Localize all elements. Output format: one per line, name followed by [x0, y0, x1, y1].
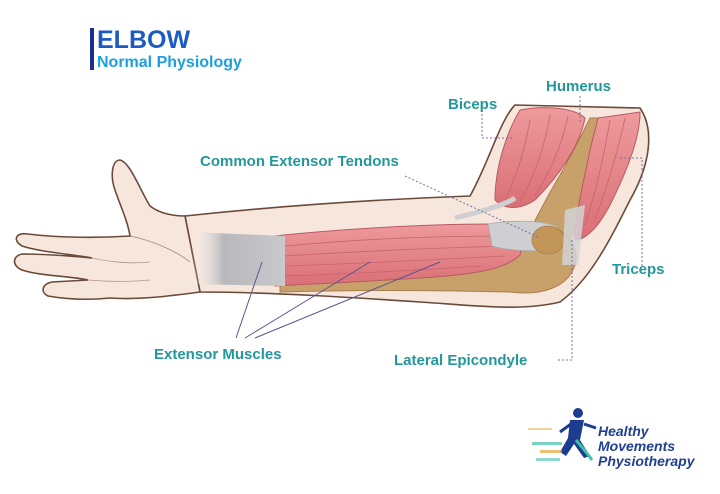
logo-line-2: Movements: [598, 438, 676, 454]
leader-biceps: [481, 114, 512, 139]
label-triceps: Triceps: [612, 261, 665, 278]
logo-line-3: Physiotherapy: [598, 453, 695, 469]
logo-line-1: Healthy: [598, 423, 649, 439]
leader-triceps: [620, 157, 643, 268]
runner-logo-icon: [528, 408, 597, 461]
distal-tendons: [190, 232, 285, 286]
hand-skin: [13, 159, 201, 301]
diagram-subtitle: Normal Physiology: [97, 54, 242, 71]
lateral-epicondyle-bone: [531, 225, 565, 255]
label-extensor-muscles: Extensor Muscles: [154, 346, 282, 363]
leader-lateral-epicondyle: [556, 240, 573, 361]
extensor-muscle: [274, 223, 522, 287]
label-humerus: Humerus: [546, 78, 612, 95]
leader-extensor-3: [254, 261, 441, 339]
leader-extensor-2: [244, 261, 371, 339]
label-biceps: Biceps: [448, 96, 498, 113]
label-common-extensor-tendons: Common Extensor Tendons: [200, 153, 399, 170]
title-accent-bar: [90, 28, 94, 70]
diagram-title: ELBOW: [97, 26, 191, 54]
triceps-muscle: [574, 111, 641, 241]
leader-common-extensor: [404, 175, 541, 239]
biceps-muscle: [494, 107, 586, 208]
leader-extensor-1: [235, 261, 263, 339]
label-lateral-epicondyle: Lateral Epicondyle: [394, 352, 528, 369]
